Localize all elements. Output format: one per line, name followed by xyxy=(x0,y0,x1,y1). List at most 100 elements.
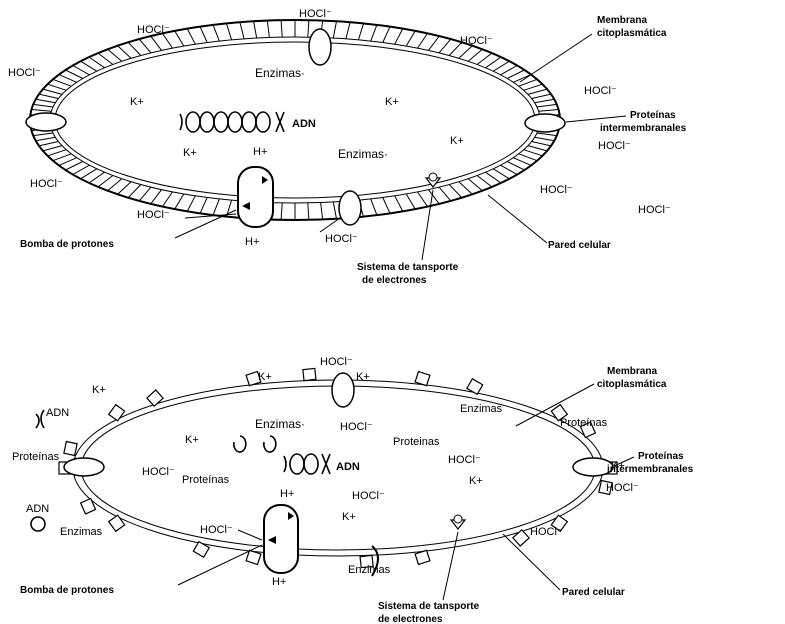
wall-tick xyxy=(382,197,391,214)
wall-tick xyxy=(38,141,59,147)
wall-tick xyxy=(97,52,114,65)
wall-tick xyxy=(394,195,404,212)
wall-tick xyxy=(506,161,525,171)
wall-tick xyxy=(31,109,52,112)
wall-tick xyxy=(150,189,162,205)
dna-helix xyxy=(179,111,285,133)
wall-tick xyxy=(394,28,404,45)
wall-tick xyxy=(212,24,220,42)
wall-tick xyxy=(127,41,142,56)
proteins-label: Proteínas xyxy=(12,451,60,463)
hocl-label: HOCl⁻ xyxy=(448,454,481,466)
membrane-label: citoplasmática xyxy=(597,379,667,390)
dna-label: ADN xyxy=(292,118,316,130)
wall-tick xyxy=(536,103,557,108)
enzymes-label: Enzimas· xyxy=(255,417,305,431)
wall-tick xyxy=(307,202,310,220)
wall-tick xyxy=(485,56,502,69)
wall-tick xyxy=(107,48,123,62)
wall-tick xyxy=(523,149,543,157)
wall-tick xyxy=(531,93,552,99)
wall-tick xyxy=(35,136,56,142)
proteins-label: Proteínas xyxy=(182,474,230,486)
dna-label: ADN xyxy=(46,407,69,419)
hocl-label: HOCl⁻ xyxy=(137,209,170,221)
wall-tick xyxy=(80,60,98,72)
wall-tick xyxy=(162,33,173,49)
enzymes-label: Enzimas xyxy=(348,564,391,576)
wall-tick xyxy=(42,145,63,152)
proteins-label: Proteinas xyxy=(393,436,440,448)
wall-tick xyxy=(531,141,552,147)
wall-tick xyxy=(127,184,142,199)
wall-tick xyxy=(382,26,391,43)
broken-protein-icon xyxy=(371,545,379,577)
wall-tick xyxy=(162,191,173,207)
membrane-protein-left xyxy=(25,112,67,132)
damaged-cell-panel: ADN ADN ADN Enzimas· Enzimas Enzimas Enz… xyxy=(12,356,694,624)
wall-tick xyxy=(448,184,463,199)
wall-fragment xyxy=(192,540,211,558)
proton-label: H+ xyxy=(272,576,286,588)
intermembrane-proteins-label: intermembranales xyxy=(607,464,694,475)
wall-tick xyxy=(438,38,452,54)
membrane-label: citoplasmática xyxy=(597,28,667,39)
wall-fragment xyxy=(550,403,569,422)
wall-tick xyxy=(42,88,63,95)
wall-fragment xyxy=(302,367,317,382)
pump-arrow-icon xyxy=(262,176,268,184)
enzymes-label: Enzimas xyxy=(460,403,503,415)
wall-tick xyxy=(458,45,473,59)
wall-tick xyxy=(212,198,220,216)
wall-tick xyxy=(527,145,548,152)
pump-arrow-icon xyxy=(242,202,250,210)
wall-tick xyxy=(38,93,59,99)
wall-tick xyxy=(438,186,452,202)
potassium-label: K+ xyxy=(342,511,356,523)
potassium-label: K+ xyxy=(183,147,197,159)
proton-label: H+ xyxy=(280,488,294,500)
wall-tick xyxy=(88,171,105,184)
wall-tick xyxy=(35,98,56,104)
hocl-label: HOCl⁻ xyxy=(137,24,170,36)
wall-tick xyxy=(150,35,162,51)
hocl-label: HOCl⁻ xyxy=(540,184,573,196)
wall-tick xyxy=(332,21,337,39)
wall-fragment xyxy=(466,378,484,396)
wall-tick xyxy=(534,136,555,142)
wall-tick xyxy=(492,60,510,72)
proton-label: H+ xyxy=(253,146,267,158)
wall-tick xyxy=(52,153,72,162)
wall-tick xyxy=(428,35,440,51)
wall-fragment xyxy=(359,554,374,569)
electron-transport-label: de electrones xyxy=(362,275,427,286)
wall-tick xyxy=(467,48,483,62)
electron-transport-label: de electrones xyxy=(378,614,443,624)
wall-tick xyxy=(65,69,84,79)
wall-tick xyxy=(97,175,114,188)
wall-tick xyxy=(458,181,473,195)
proton-pump-label: Bomba de protones xyxy=(20,239,114,250)
wall-fragment xyxy=(414,370,431,387)
wall-tick xyxy=(370,198,378,216)
membrane-label: Membrana xyxy=(607,366,657,377)
wall-tick xyxy=(117,181,132,195)
hocl-label: HOCl⁻ xyxy=(320,356,353,368)
potassium-label: K+ xyxy=(130,96,144,108)
damaged-wall-fragments xyxy=(58,367,618,569)
wall-tick xyxy=(485,171,502,184)
intact-cell-panel: ADN Enzimas· Enzimas· K+ K+ K+ K+ H+ H+ … xyxy=(8,8,687,286)
wall-tick xyxy=(518,78,538,87)
wall-tick xyxy=(513,74,532,83)
wall-fragment xyxy=(245,549,262,566)
wall-tick xyxy=(518,153,538,162)
wall-fragment xyxy=(79,497,97,515)
wall-tick xyxy=(448,41,463,56)
wall-tick xyxy=(239,22,245,39)
wall-tick xyxy=(417,33,428,49)
membrane-label: Membrana xyxy=(597,15,647,26)
wall-fragment xyxy=(512,528,530,547)
wall-tick xyxy=(467,178,483,192)
potassium-label: K+ xyxy=(258,371,272,383)
proton-pump xyxy=(237,166,274,228)
